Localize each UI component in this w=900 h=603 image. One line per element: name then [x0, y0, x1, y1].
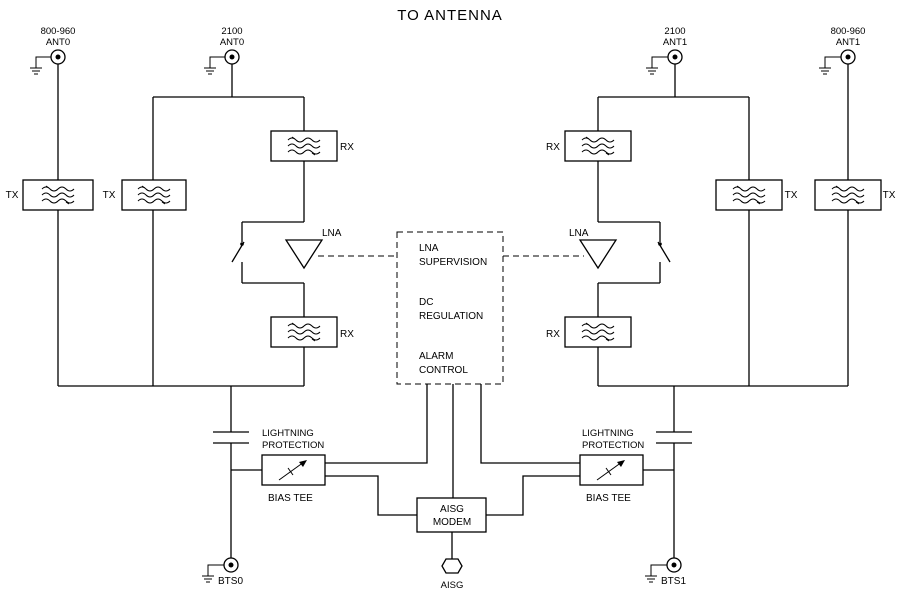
ant1-lowband-freq: 800-960	[831, 26, 866, 37]
tx-label: TX	[785, 190, 798, 201]
lightning-line1: LIGHTNING	[262, 428, 314, 439]
bypass-switch-right-icon	[657, 241, 671, 263]
lightning-line2: PROTECTION	[582, 440, 644, 451]
ground-icon	[644, 575, 658, 583]
bts0-port: BTS0	[201, 557, 243, 587]
aisg-label: AISG	[441, 580, 464, 591]
bias-tee-right: LIGHTNING PROTECTION BIAS TEE	[579, 428, 644, 504]
diagram-title: TO ANTENNA	[397, 7, 503, 24]
tx-filter-left-2: TX	[103, 179, 187, 211]
bias-tee-label: BIAS TEE	[268, 493, 313, 504]
control-line6: CONTROL	[419, 365, 468, 376]
aisg-connector-icon	[441, 558, 463, 574]
antenna-port-ant1-highband: 2100 ANT1	[645, 26, 687, 75]
control-line2: SUPERVISION	[419, 257, 487, 268]
ground-icon	[818, 67, 832, 75]
lna-right: LNA	[569, 228, 618, 270]
lightning-line1: LIGHTNING	[582, 428, 634, 439]
tx-label: TX	[883, 190, 896, 201]
ant1-highband-freq: 2100	[664, 26, 685, 37]
ground-icon	[201, 575, 215, 583]
ant0-highband-freq: 2100	[221, 26, 242, 37]
aisg-port: AISG	[441, 558, 464, 591]
arrow-icon	[278, 461, 305, 481]
lightning-line2: PROTECTION	[262, 440, 324, 451]
tx-filter-left-1: TX	[6, 179, 94, 211]
ant1-highband-name: ANT1	[663, 37, 687, 48]
ground-icon	[29, 67, 43, 75]
control-line1: LNA	[419, 243, 439, 254]
antenna-port-ant1-lowband: 800-960 ANT1	[818, 26, 866, 75]
tx-filter-right-2: TX	[814, 179, 896, 211]
rx-filter-left-top: RX	[270, 130, 354, 162]
dc-block-capacitor-right-icon	[656, 431, 692, 444]
lna-label: LNA	[569, 228, 589, 239]
rx-label: RX	[340, 329, 354, 340]
rx-filter-right-bottom: RX	[546, 316, 632, 348]
ant0-lowband-name: ANT0	[46, 37, 70, 48]
aisg-modem: AISG MODEM	[416, 497, 487, 533]
control-line4: REGULATION	[419, 311, 483, 322]
antenna-port-ant0-lowband: 800-960 ANT0	[29, 26, 76, 75]
rx-filter-left-bottom: RX	[270, 316, 354, 348]
ant0-highband-name: ANT0	[220, 37, 244, 48]
control-line3: DC	[419, 297, 433, 308]
rx-label: RX	[546, 142, 560, 153]
bypass-switch-left-icon	[231, 241, 245, 263]
rx-label: RX	[340, 142, 354, 153]
modem-line1: AISG	[440, 504, 464, 515]
tx-label: TX	[103, 190, 116, 201]
right-signal-path	[597, 64, 849, 560]
dc-block-capacitor-left-icon	[213, 431, 249, 444]
antenna-port-ant0-highband: 2100 ANT0	[203, 26, 244, 75]
lna-left: LNA	[284, 228, 342, 270]
bias-tee-left: LIGHTNING PROTECTION BIAS TEE	[261, 428, 326, 504]
ground-icon	[203, 67, 217, 75]
tx-label: TX	[6, 190, 19, 201]
rx-label: RX	[546, 329, 560, 340]
control-wiring	[325, 384, 580, 559]
ant1-lowband-name: ANT1	[836, 37, 860, 48]
ant0-lowband-freq: 800-960	[41, 26, 76, 37]
lna-label: LNA	[322, 228, 342, 239]
ground-icon	[645, 67, 659, 75]
bias-tee-label: BIAS TEE	[586, 493, 631, 504]
control-line5: ALARM	[419, 351, 453, 362]
arrow-icon	[596, 461, 623, 481]
bts0-label: BTS0	[218, 576, 243, 587]
rx-filter-right-top: RX	[546, 130, 632, 162]
control-box: LNA SUPERVISION DC REGULATION ALARM CONT…	[396, 231, 504, 385]
bts1-label: BTS1	[661, 576, 686, 587]
modem-line2: MODEM	[433, 517, 471, 528]
tx-filter-right-1: TX	[715, 179, 798, 211]
bts1-port: BTS1	[644, 557, 686, 587]
